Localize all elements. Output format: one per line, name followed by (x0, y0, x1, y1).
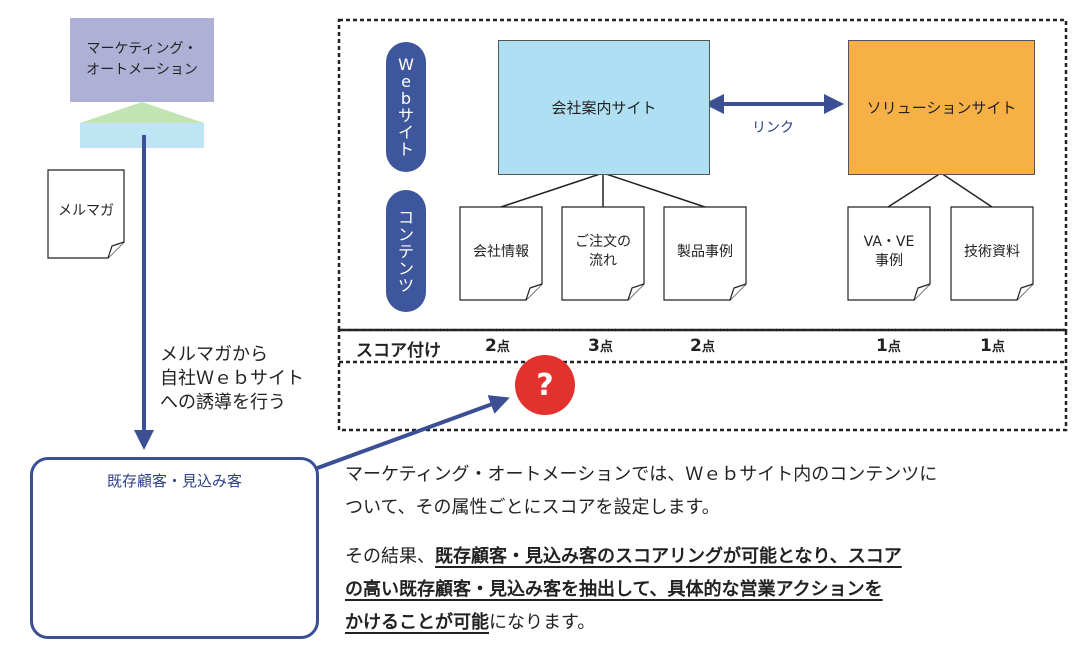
customers-to-question-arrow (311, 395, 510, 472)
website-char: b (400, 89, 412, 108)
paragraph-2-bold-3: かけることが可能 (345, 612, 489, 633)
doc-text: VA・VE (863, 234, 915, 250)
doc-label-company-info: 会社情報 (460, 207, 542, 297)
doc-text: 会社情報 (473, 243, 529, 260)
question-circle (515, 355, 575, 415)
score-unit: 点 (991, 340, 1005, 355)
doc-label-technical: 技術資料 (951, 207, 1033, 297)
paragraph-2-bold-1: 既存顧客・見込み客のスコアリングが可能となり、スコア (435, 546, 902, 567)
doc-text: 流れ (589, 253, 617, 269)
score-order-flow: 3点 (588, 336, 613, 356)
score-value: 2 (690, 336, 702, 356)
score-region (337, 328, 1068, 432)
solution-site-label: ソリューションサイト (866, 99, 1017, 117)
corporate-site-box: 会社案内サイト (498, 40, 710, 175)
score-unit: 点 (599, 340, 613, 355)
contents-char: ン (397, 224, 414, 244)
customers-box (30, 457, 319, 639)
paragraph-1-line-1: マーケティング・オートメーションでは、Ｗｅｂサイト内のコンテンツに (345, 464, 938, 485)
paragraph-2-plain-start: その結果、 (345, 546, 435, 567)
score-unit: 点 (701, 340, 715, 355)
contents-char: ツ (397, 275, 414, 295)
score-vave: 1点 (876, 336, 901, 356)
doc-label-product-cases: 製品事例 (664, 207, 746, 297)
website-char: e (401, 72, 411, 91)
question-mark-icon: ? (536, 368, 554, 403)
doc-text: ご注文の (575, 234, 631, 250)
doc-text: 事例 (875, 253, 903, 269)
ma-label-line2: オートメーション (86, 62, 198, 78)
doc-text: 製品事例 (677, 243, 733, 260)
score-value: 1 (876, 336, 888, 356)
ma-label-line1: マーケティング・ (86, 41, 198, 57)
paragraph-2-bold-2: の高い既存顧客・見込み客を抽出して、具体的な営業アクションを (345, 579, 883, 600)
paragraph-2-plain-end: になります。 (489, 612, 596, 633)
mailmag-label: メルマガ (58, 203, 114, 219)
score-product-cases: 2点 (690, 336, 715, 356)
score-unit: 点 (496, 340, 510, 355)
score-unit: 点 (887, 340, 901, 355)
score-value: 1 (980, 336, 992, 356)
guide-line-1: メルマガから (160, 344, 268, 365)
website-char: ト (397, 140, 414, 159)
doc-text: 技術資料 (964, 243, 1020, 260)
contents-char: ン (397, 258, 414, 278)
score-label: スコア付け (356, 341, 441, 361)
solution-site-box: ソリューションサイト (848, 40, 1035, 175)
customers-title: 既存顧客・見込み客 (106, 472, 242, 490)
score-value: 3 (588, 336, 600, 356)
paragraph-1: マーケティング・オートメーションでは、Ｗｅｂサイト内のコンテンツに ついて、その… (345, 458, 937, 524)
contents-char: テ (397, 241, 414, 261)
website-char: W (398, 55, 414, 74)
score-company-info: 2点 (485, 336, 510, 356)
link-label: リンク (752, 120, 794, 136)
ma-triangle (80, 102, 204, 123)
paragraph-2: その結果、既存顧客・見込み客のスコアリングが可能となり、スコア の高い既存顧客・… (345, 540, 902, 639)
guide-line-2: 自社Ｗｅｂサイト (160, 368, 304, 389)
website-pill: W e b サ イ ト (386, 42, 426, 172)
paragraph-1-line-2: ついて、その属性ごとにスコアを設定します。 (345, 497, 720, 518)
website-region (337, 18, 1068, 332)
website-char: イ (397, 123, 414, 142)
guide-line-3: への誘導を行う (160, 392, 286, 413)
score-technical: 1点 (980, 336, 1005, 356)
contents-char: コ (397, 207, 414, 227)
doc-label-vave: VA・VE 事例 (848, 207, 930, 297)
marketing-automation-box: マーケティング・ オートメーション (70, 18, 214, 102)
contents-pill: コ ン テ ン ツ (386, 190, 426, 312)
guide-text: メルマガから 自社Ｗｅｂサイト への誘導を行う (160, 343, 304, 415)
score-value: 2 (485, 336, 497, 356)
corporate-site-label: 会社案内サイト (551, 99, 657, 117)
website-char: サ (397, 106, 414, 125)
doc-label-order-flow: ご注文の流れ (562, 207, 644, 297)
